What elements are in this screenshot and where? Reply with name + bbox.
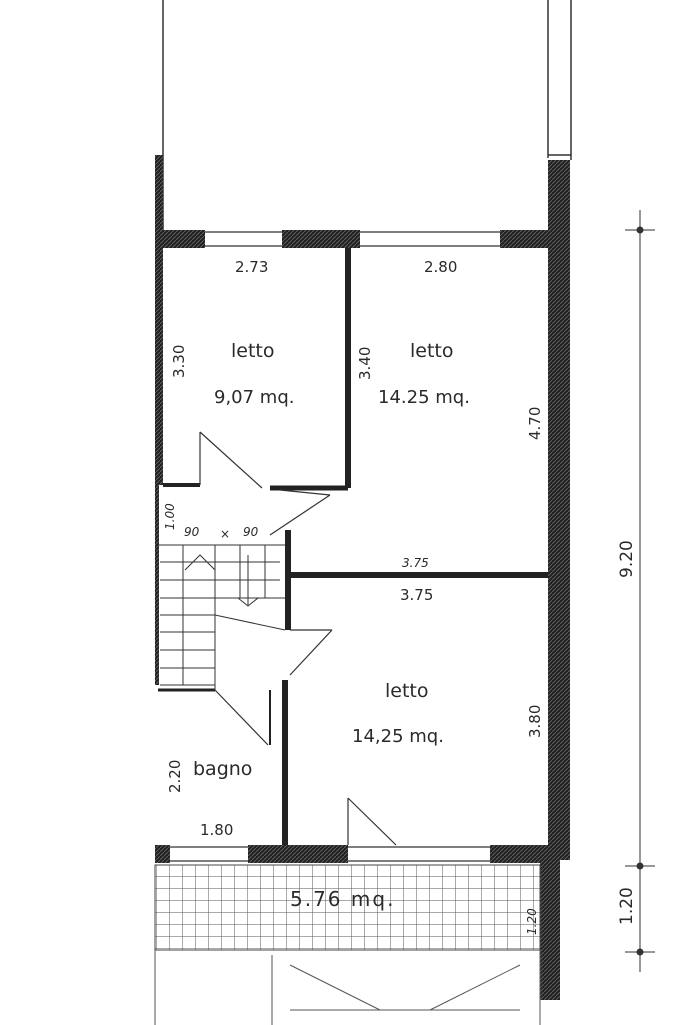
stairs-width-right: 90 <box>243 525 259 539</box>
bathroom-name: bagno <box>193 758 252 780</box>
bathroom-width: 1.80 <box>200 821 233 839</box>
stairs-height: 1.00 <box>163 503 177 530</box>
doors <box>199 431 397 846</box>
bedroom-2-width: 2.80 <box>424 258 457 276</box>
bedroom-1-name: letto <box>231 340 275 362</box>
bathroom-height: 2.20 <box>166 760 184 793</box>
bedroom-3-width: 3.75 <box>400 586 433 604</box>
upper-boundary-lines <box>162 0 572 232</box>
bedroom-3-height: 3.80 <box>526 705 544 738</box>
overall-balcony-depth: 1.20 <box>617 887 637 925</box>
overall-depth: 9.20 <box>617 540 637 578</box>
balcony-tiles <box>154 864 541 951</box>
bedroom-1-area: 9,07 mq. <box>214 387 294 408</box>
bedroom-2-height-right: 4.70 <box>526 407 544 440</box>
bedroom-2-area: 14.25 mq. <box>378 387 470 408</box>
balcony-area: 5.76 mq. <box>290 887 395 911</box>
bedroom-2-name: letto <box>410 340 454 362</box>
stairs-width-sep: × <box>220 527 230 541</box>
stairs <box>158 544 286 690</box>
windows <box>170 231 500 862</box>
exterior-walls <box>155 155 570 1000</box>
room-labels: letto 9,07 mq. letto 14.25 mq. letto 14,… <box>193 340 470 911</box>
dimension-labels: 2.73 2.80 3.30 3.40 4.70 3.75 3.75 3.80 … <box>163 258 637 935</box>
interior-walls <box>158 248 548 845</box>
bedroom-3-name: letto <box>385 680 429 702</box>
bedroom-2-height-left: 3.40 <box>356 347 374 380</box>
bedroom-1-width: 2.73 <box>235 258 268 276</box>
outer-dimension-line <box>625 210 655 972</box>
bedroom-1-height: 3.30 <box>170 345 188 378</box>
bedroom-3-area: 14,25 mq. <box>352 726 444 747</box>
stairs-width-left: 90 <box>184 525 200 539</box>
balcony-depth: 1.20 <box>525 908 539 935</box>
lower-partial-lines <box>154 950 541 1025</box>
bedroom-2-bottom-width: 3.75 <box>402 556 429 570</box>
